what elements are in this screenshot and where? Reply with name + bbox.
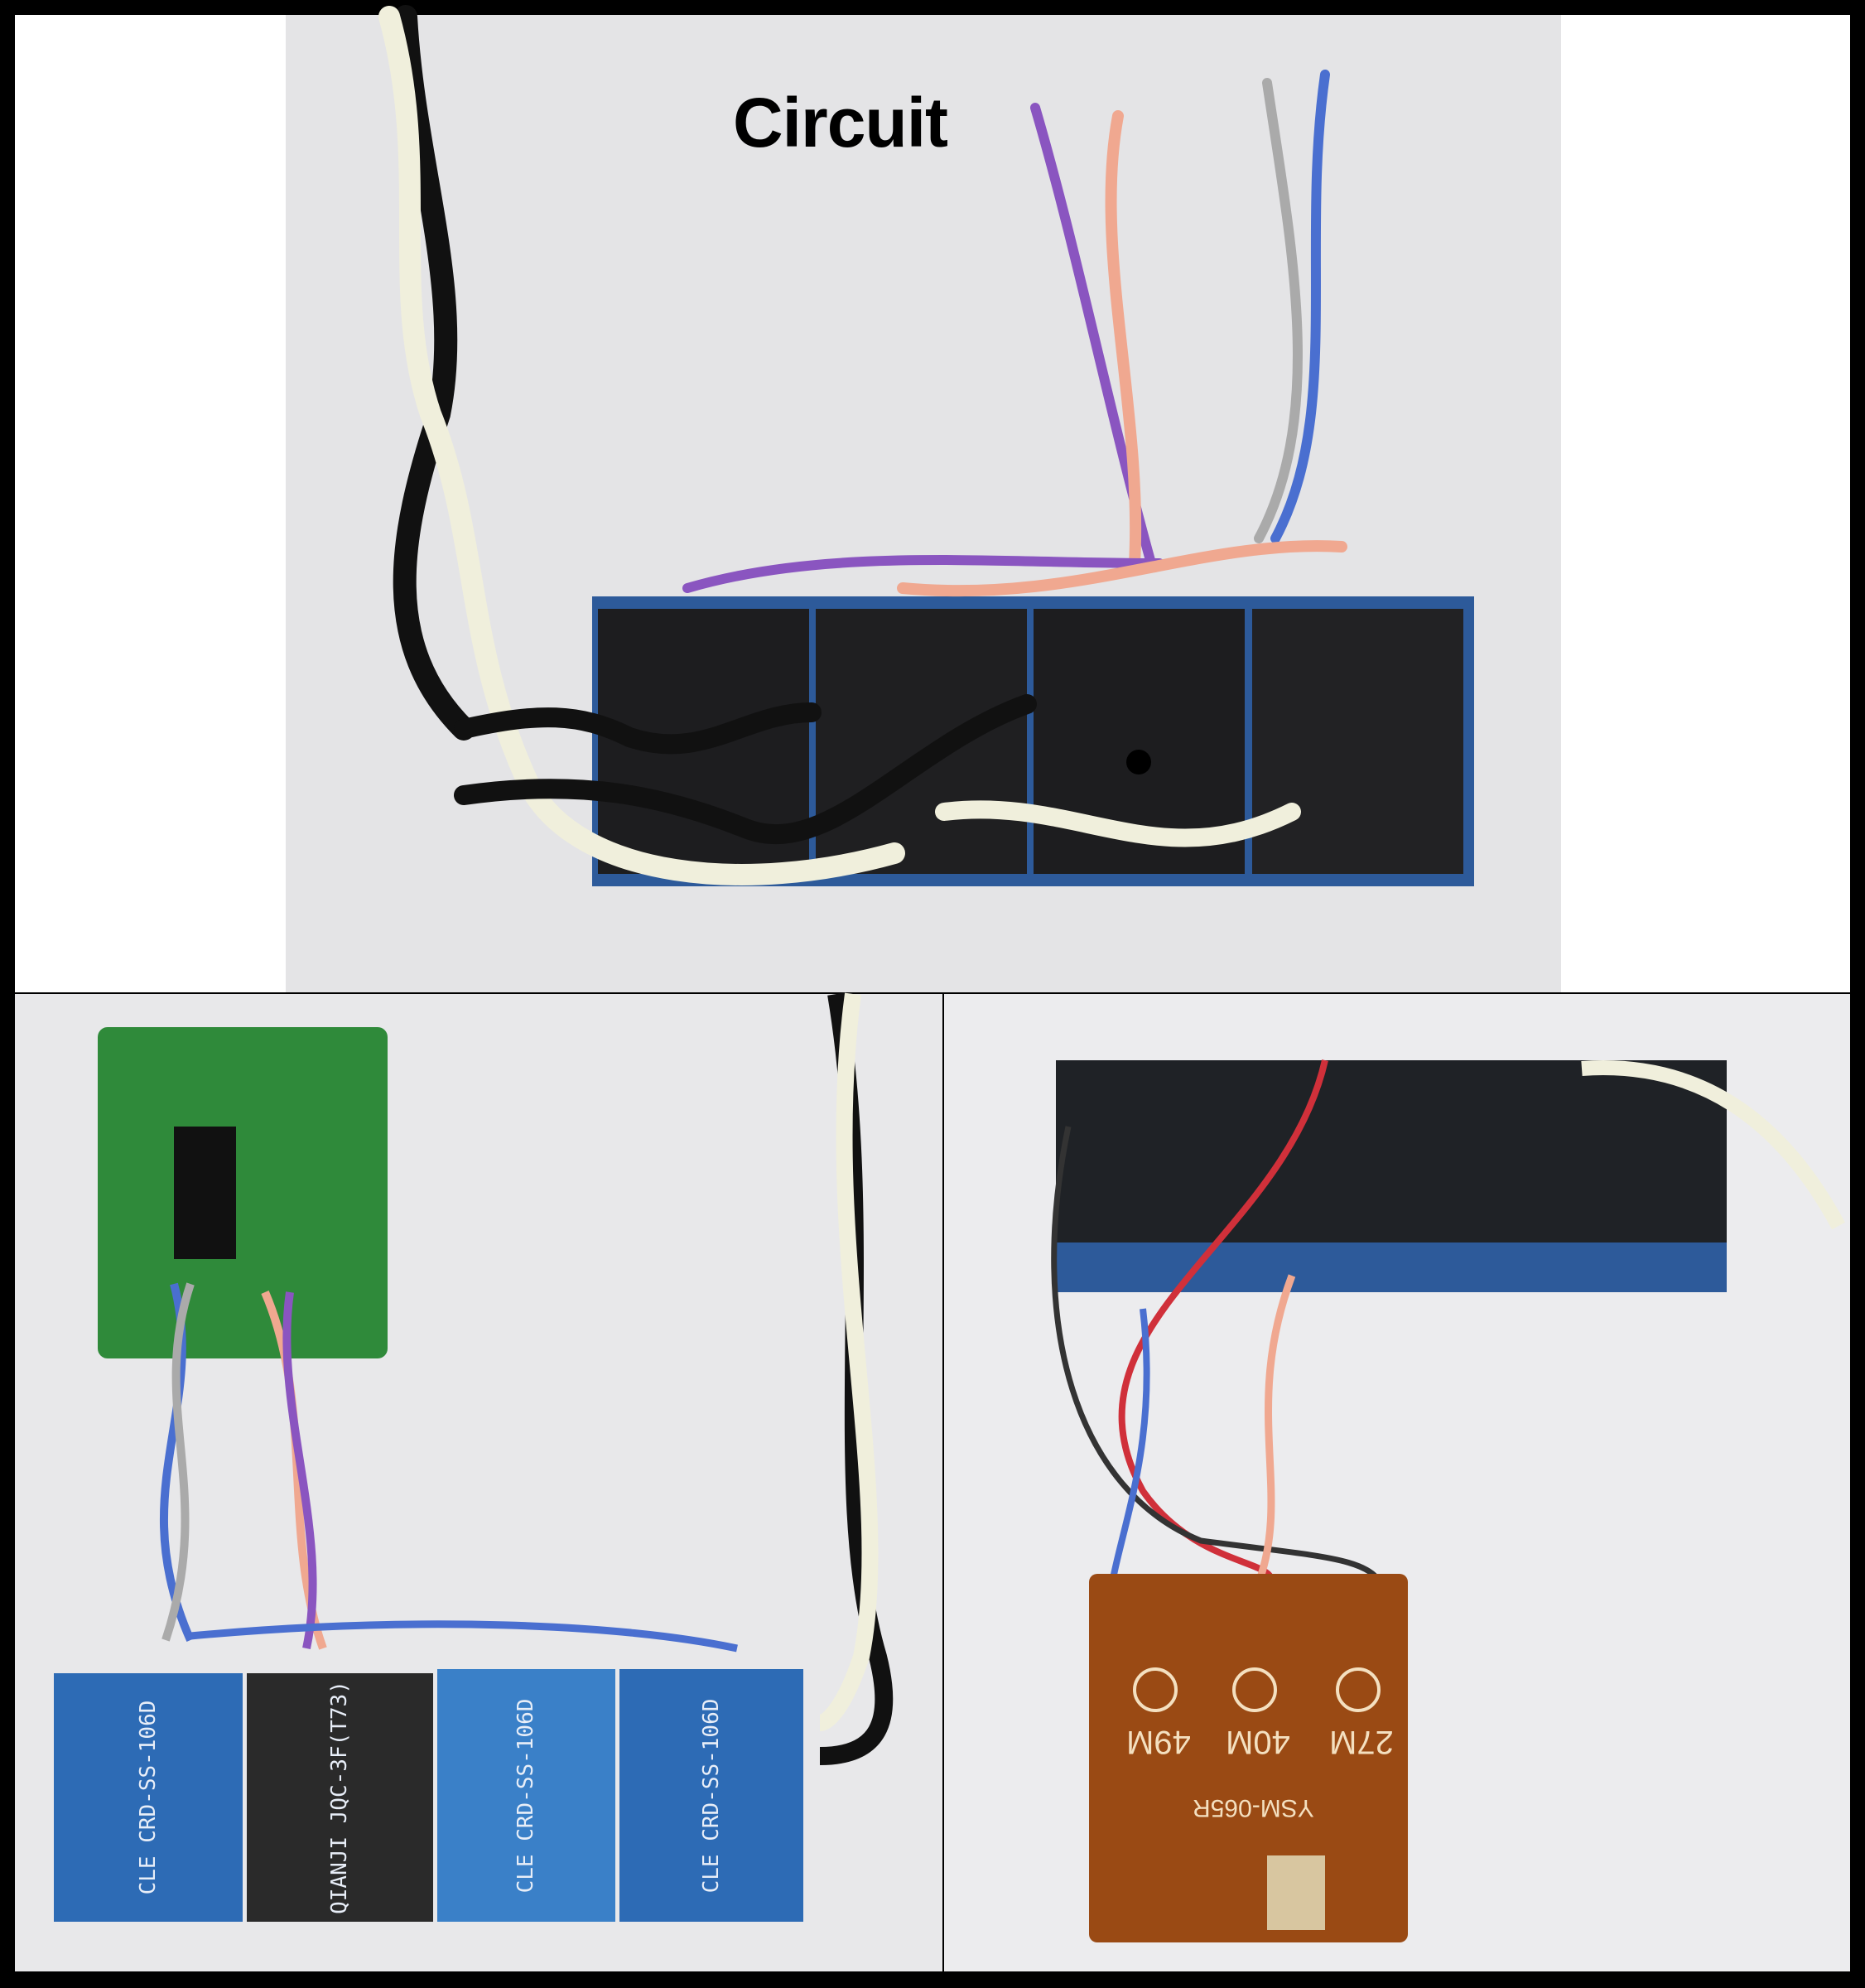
radio-board: [1089, 1574, 1408, 1942]
bottom-left-wires: [159, 992, 894, 1765]
relay-label-1: CLE CRD-SS-106D: [136, 1700, 161, 1895]
radio-board-model: YSM-065R: [1193, 1794, 1314, 1822]
radio-label-49m: 49M: [1126, 1724, 1191, 1760]
radio-label-40m: 40M: [1226, 1724, 1290, 1760]
collage-title: Circuit: [733, 84, 948, 162]
relay-block-top: [592, 596, 1474, 886]
bottom-right-wires: [1051, 1059, 1845, 1600]
relay-row: [54, 1669, 803, 1922]
relay-label-4: CLE CRD-SS-106D: [699, 1698, 724, 1894]
relay-label-3: CLE CRD-SS-106D: [513, 1698, 538, 1894]
radio-label-27m: 27M: [1329, 1724, 1394, 1760]
top-wires: [378, 5, 1347, 885]
green-receiver-pcb: [98, 1027, 388, 1358]
relay-block-side: [1056, 1060, 1727, 1292]
relay-label-2: QIANJI JQC-3F(T73): [327, 1681, 352, 1914]
